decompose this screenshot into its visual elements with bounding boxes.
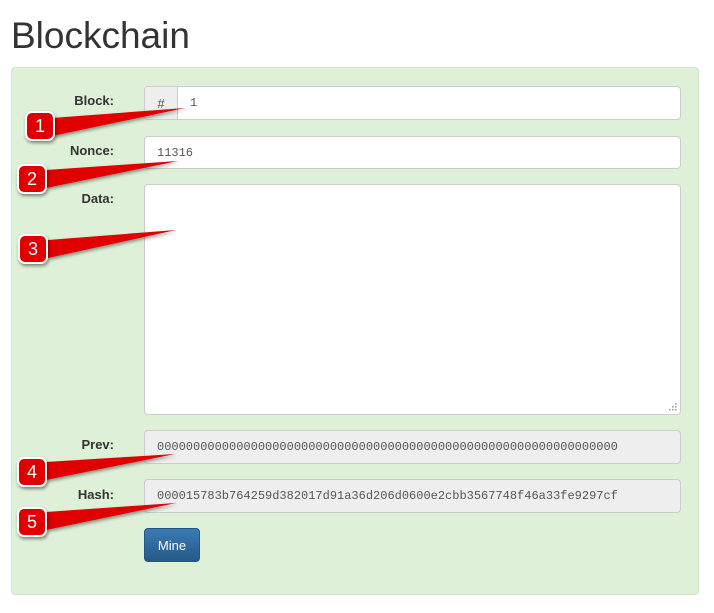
- annotation-marker-2: 2: [17, 164, 47, 194]
- block-input[interactable]: # 1: [144, 86, 681, 120]
- annotation-marker-4: 4: [17, 457, 47, 487]
- prev-input: 0000000000000000000000000000000000000000…: [144, 430, 681, 464]
- prev-value: 0000000000000000000000000000000000000000…: [157, 440, 618, 454]
- prev-label: Prev:: [81, 437, 114, 452]
- data-label: Data:: [81, 191, 114, 206]
- nonce-value: 11316: [157, 145, 194, 160]
- nonce-label: Nonce:: [69, 143, 114, 158]
- data-textarea[interactable]: [144, 184, 681, 415]
- block-value: 1: [190, 96, 198, 110]
- mine-button[interactable]: Mine: [144, 528, 200, 562]
- hash-label: Hash:: [77, 487, 114, 502]
- page-title: Blockchain: [11, 15, 190, 56]
- hash-input: 000015783b764259d382017d91a36d206d0600e2…: [144, 479, 681, 513]
- block-label: Block:: [74, 93, 114, 108]
- annotation-marker-5: 5: [17, 507, 47, 537]
- nonce-input[interactable]: 11316: [144, 136, 681, 169]
- annotation-marker-1: 1: [25, 111, 55, 141]
- annotation-marker-3: 3: [18, 234, 48, 264]
- hash-prefix-addon: #: [145, 87, 178, 119]
- resize-grip-icon[interactable]: [669, 403, 677, 411]
- hash-value: 000015783b764259d382017d91a36d206d0600e2…: [157, 489, 618, 503]
